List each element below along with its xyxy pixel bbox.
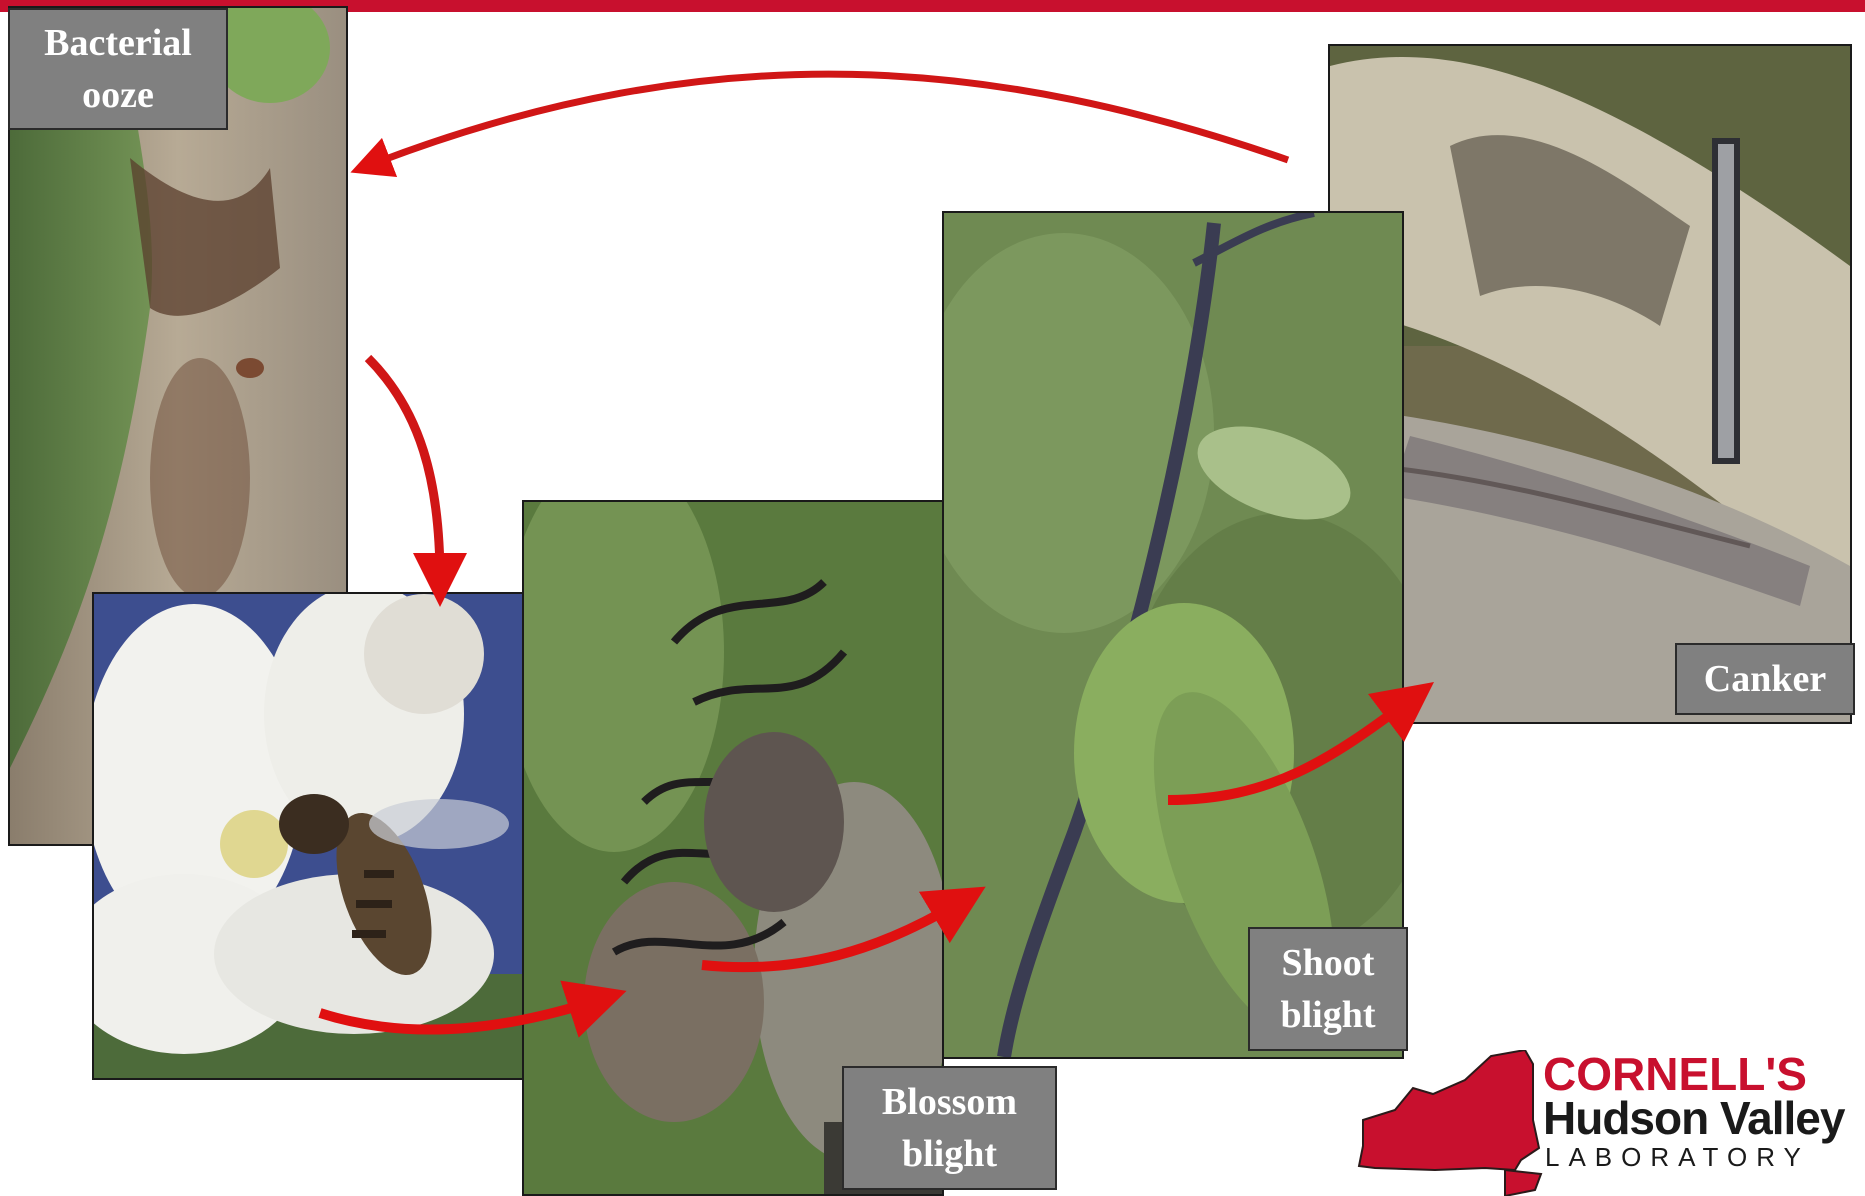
logo-line-2: Hudson Valley xyxy=(1543,1094,1844,1142)
label-shoot-blight: Shoot blight xyxy=(1248,927,1408,1051)
arrow-canker-to-ooze xyxy=(370,74,1288,165)
logo-line-3: LABORATORY xyxy=(1545,1142,1810,1173)
new-york-state-icon xyxy=(1355,1050,1545,1196)
bee-on-blossom-photo xyxy=(92,592,524,1080)
arrow-ooze-to-bee xyxy=(368,358,440,580)
label-bacterial-ooze: Bacterial ooze xyxy=(8,8,228,130)
cornell-hudson-valley-logo: CORNELL'S Hudson Valley LABORATORY xyxy=(1355,1050,1865,1196)
canker-photo xyxy=(1328,44,1852,724)
label-canker: Canker xyxy=(1675,643,1855,715)
logo-line-1: CORNELL'S xyxy=(1543,1050,1807,1098)
label-blossom-blight: Blossom blight xyxy=(842,1066,1057,1190)
